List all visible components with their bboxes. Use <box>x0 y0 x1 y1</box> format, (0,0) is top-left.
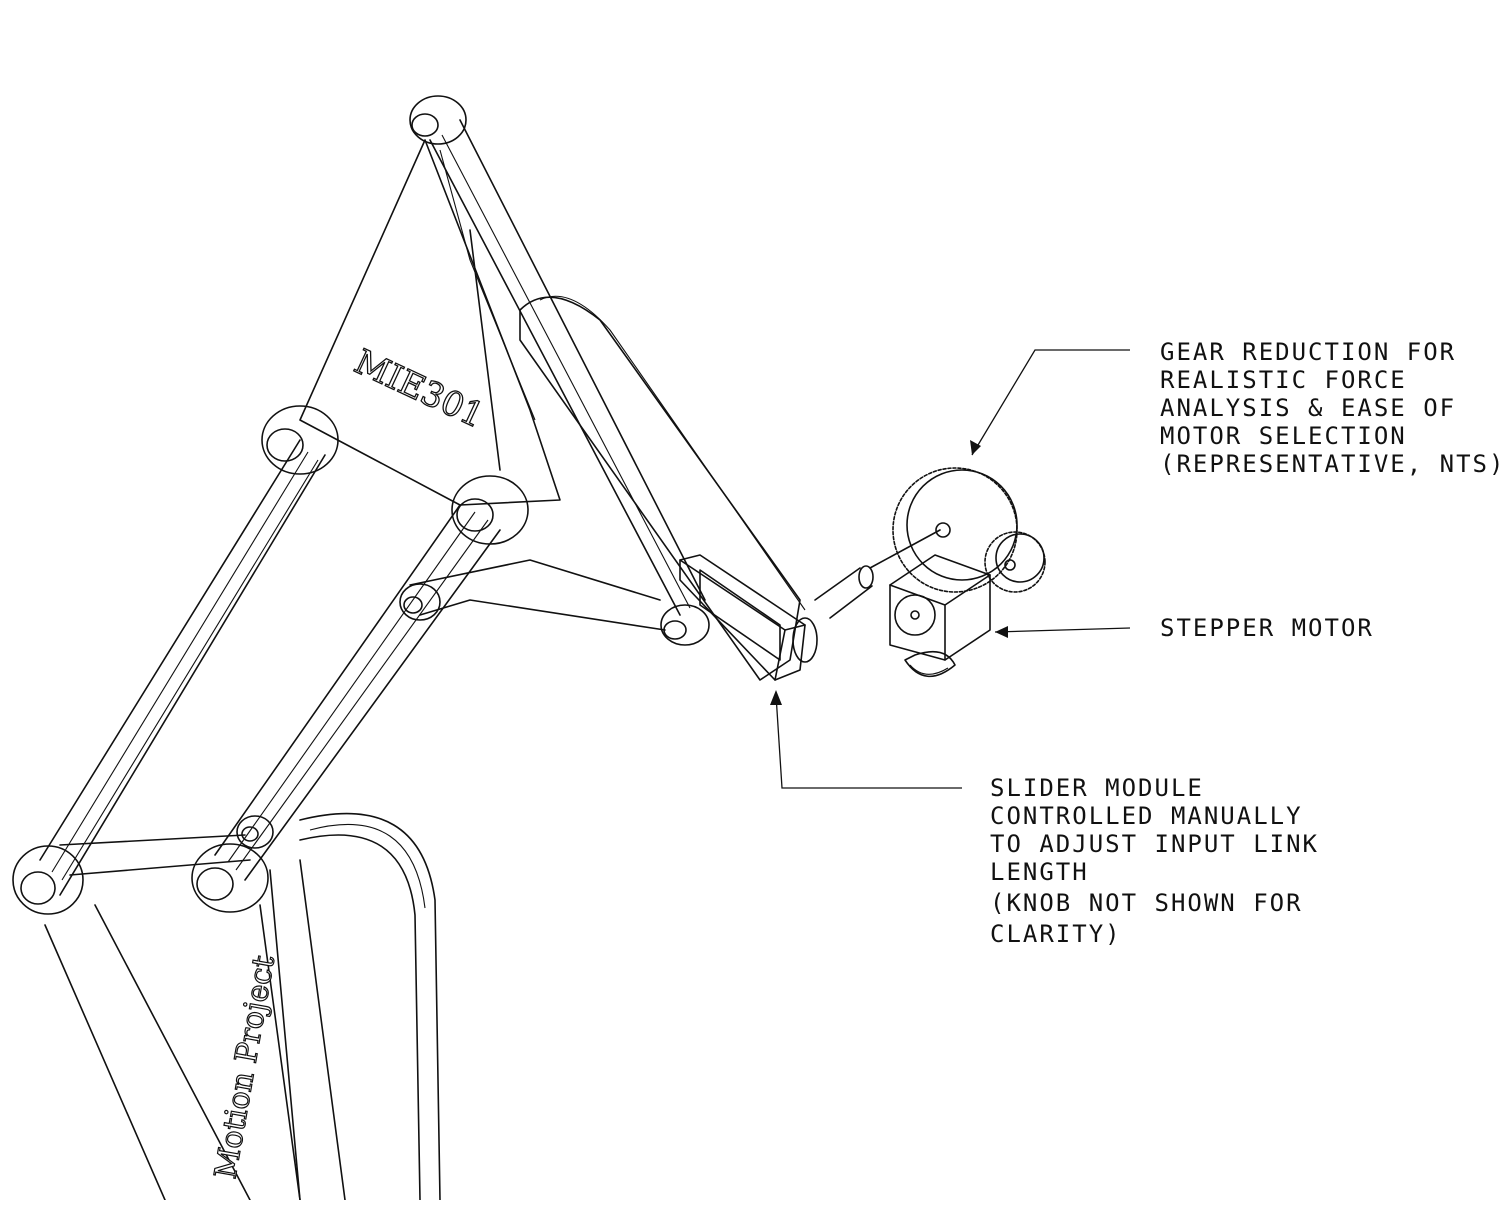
gear-callout-line-5: (REPRESENTATIVE, NTS) <box>1160 450 1500 478</box>
crank-link <box>519 295 806 681</box>
gear-callout-line-2: REALISTIC FORCE <box>1160 366 1407 394</box>
pin-base-left <box>12 845 84 915</box>
triangle-plate <box>299 139 561 506</box>
small-gear <box>984 531 1046 593</box>
upper-link <box>429 119 706 616</box>
gear-leader <box>970 349 1130 456</box>
gear-callout-line-3: ANALYSIS & EASE OF <box>1160 394 1456 422</box>
output-shaft <box>814 565 874 619</box>
slider-callout-line-3: TO ADJUST INPUT LINK <box>990 830 1319 858</box>
pin-coupler <box>660 604 710 646</box>
stepper-motor <box>889 554 991 678</box>
slider-callout-line-2: CONTROLLED MANUALLY <box>990 802 1303 830</box>
curved-frame <box>269 812 441 1201</box>
pin-center <box>451 475 529 545</box>
slider-callout-line-4: LENGTH <box>990 858 1089 886</box>
slider-callout-line-5: (KNOB NOT SHOWN FOR <box>990 889 1303 917</box>
motor-callout: STEPPER MOTOR <box>1160 614 1374 642</box>
slider-callout-line-6: CLARITY) <box>990 920 1122 948</box>
joint-pins <box>12 95 710 915</box>
gear-shaft-arrow <box>869 529 941 569</box>
plate-engraving: MIE301 <box>348 342 490 437</box>
pin-base-right <box>191 843 269 913</box>
lower-link <box>409 559 666 631</box>
gear-callout-line-4: MOTOR SELECTION <box>1160 422 1407 450</box>
motor-leader <box>994 626 1131 638</box>
base-plate <box>44 859 346 1201</box>
base-link-right <box>214 504 501 881</box>
slider-module <box>679 554 818 681</box>
slider-callout: SLIDER MODULE CONTROLLED MANUALLY TO ADJ… <box>990 774 1319 948</box>
pin-top <box>409 95 467 145</box>
slider-leader <box>770 690 962 789</box>
large-gear <box>892 467 1018 593</box>
pin-small-left <box>399 583 441 621</box>
slider-callout-line-1: SLIDER MODULE <box>990 774 1204 802</box>
motor-callout-line-1: STEPPER MOTOR <box>1160 614 1374 642</box>
pin-base-small <box>236 815 274 849</box>
gear-callout: GEAR REDUCTION FOR REALISTIC FORCE ANALY… <box>1160 338 1500 478</box>
base-crossbar <box>59 834 251 876</box>
base-link-left <box>39 439 326 896</box>
gear-callout-line-1: GEAR REDUCTION FOR <box>1160 338 1456 366</box>
pin-left <box>261 405 339 475</box>
base-engraving: Motion Project <box>208 953 282 1182</box>
